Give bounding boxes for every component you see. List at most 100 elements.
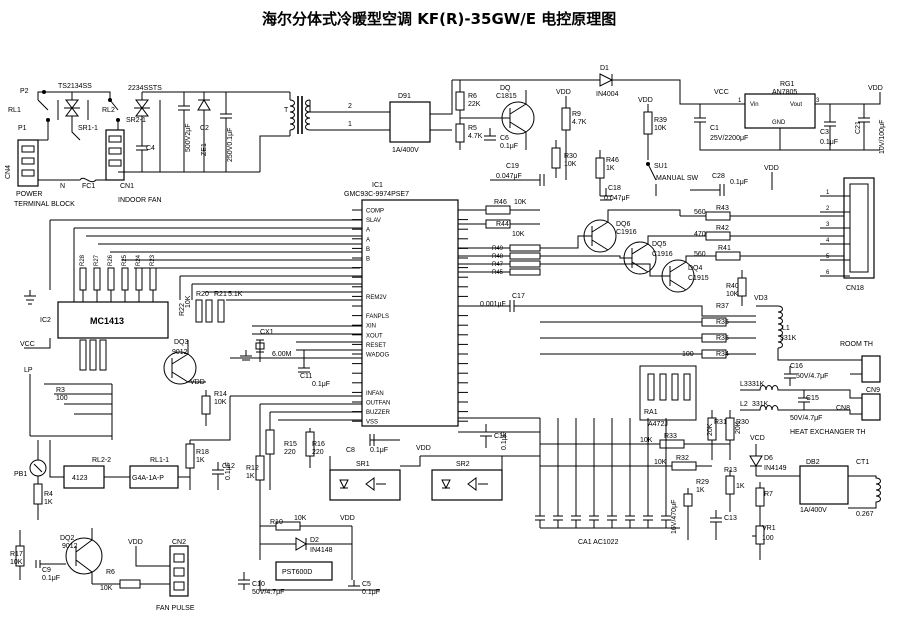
svg-text:1A/400V: 1A/400V (392, 147, 419, 154)
svg-text:C1915: C1915 (688, 275, 709, 282)
svg-text:POWER: POWER (16, 191, 42, 198)
svg-text:R35: R35 (716, 335, 729, 342)
svg-text:DQ: DQ (500, 85, 511, 92)
ic1-pin-label: REM2V (366, 295, 387, 301)
svg-text:220: 220 (284, 449, 296, 456)
svg-text:VDD: VDD (764, 165, 779, 172)
svg-text:10K: 10K (10, 559, 23, 566)
svg-text:10K: 10K (654, 459, 667, 466)
svg-text:10V/100μF: 10V/100μF (879, 120, 886, 154)
cn18-pin-number: 3 (826, 222, 830, 228)
svg-text:VDD: VDD (340, 515, 355, 522)
svg-text:C13: C13 (724, 515, 737, 522)
svg-text:R43: R43 (716, 205, 729, 212)
ic1-pin-label: COMP (366, 209, 384, 215)
svg-text:C21: C21 (855, 121, 862, 134)
svg-text:20K: 20K (707, 423, 714, 436)
svg-text:0.1μF: 0.1μF (42, 575, 60, 582)
diagram-title: 海尔分体式冷暖型空调 KF(R)-35GW/E 电控原理图 (262, 10, 616, 28)
svg-text:R42: R42 (716, 225, 729, 232)
svg-text:RL1-1: RL1-1 (150, 457, 169, 464)
svg-text:C15: C15 (806, 395, 819, 402)
svg-text:4.7K: 4.7K (468, 133, 483, 140)
svg-text:LP: LP (24, 367, 33, 374)
svg-text:10K: 10K (100, 585, 113, 592)
regulator-section: D1 IN4004 VCC RG1 AN7805 Vin Vout GND 1 … (452, 65, 886, 202)
svg-text:L1: L1 (782, 325, 790, 332)
svg-text:R34: R34 (716, 351, 729, 358)
svg-text:CT1: CT1 (856, 459, 869, 466)
svg-text:C5: C5 (362, 581, 371, 588)
svg-text:SR2: SR2 (456, 461, 470, 468)
svg-text:R29: R29 (696, 479, 709, 486)
svg-text:R33: R33 (664, 433, 677, 440)
svg-text:R3: R3 (56, 387, 65, 394)
svg-text:A472J: A472J (648, 421, 668, 428)
svg-text:R15: R15 (284, 441, 297, 448)
resistor-label: R27 (94, 254, 100, 266)
svg-text:ROOM TH: ROOM TH (840, 341, 873, 348)
resistor-label: R49 (492, 246, 504, 252)
svg-text:1K: 1K (44, 499, 53, 506)
svg-text:10K: 10K (512, 231, 525, 238)
svg-text:RL1: RL1 (8, 107, 21, 114)
ic1-pin-label: FANPLS (366, 314, 389, 320)
svg-text:CN8: CN8 (836, 405, 850, 412)
svg-text:HEAT EXCHANGER TH: HEAT EXCHANGER TH (790, 429, 865, 436)
svg-text:1K: 1K (606, 165, 615, 172)
svg-text:RG1: RG1 (780, 81, 795, 88)
svg-text:C11: C11 (300, 373, 312, 380)
svg-text:FAN PULSE: FAN PULSE (156, 605, 195, 612)
svg-text:331K: 331K (752, 401, 769, 408)
cn18-pin-number: 6 (826, 270, 830, 276)
svg-text:100: 100 (56, 395, 68, 402)
svg-text:C1916: C1916 (616, 229, 637, 236)
svg-text:10K: 10K (214, 399, 227, 406)
svg-text:T: T (284, 107, 289, 114)
ic1-pin-label: B (366, 257, 370, 263)
svg-text:6.00M: 6.00M (272, 351, 292, 358)
svg-text:Vin: Vin (750, 102, 759, 108)
svg-text:CA1 AC1022: CA1 AC1022 (578, 539, 619, 546)
svg-text:C4: C4 (146, 145, 155, 152)
svg-text:10K: 10K (294, 515, 307, 522)
svg-text:1: 1 (738, 98, 742, 104)
svg-text:D1: D1 (600, 65, 609, 72)
svg-text:10K: 10K (640, 437, 653, 444)
svg-text:R21: R21 (214, 291, 227, 298)
svg-text:IN4148: IN4148 (310, 547, 333, 554)
svg-text:IN4004: IN4004 (596, 91, 619, 98)
svg-text:IC1: IC1 (372, 182, 383, 189)
svg-text:R12: R12 (246, 465, 259, 472)
svg-text:R46: R46 (494, 199, 507, 206)
ic1-pin-label: A (366, 237, 370, 243)
svg-text:P2: P2 (20, 88, 29, 95)
resistor-r28 (79, 267, 87, 291)
svg-text:DQ5: DQ5 (652, 241, 667, 248)
svg-text:R7: R7 (764, 491, 773, 498)
svg-text:IN4149: IN4149 (764, 465, 787, 472)
svg-text:500V2μF: 500V2μF (185, 123, 192, 152)
svg-text:SU1: SU1 (654, 163, 668, 170)
svg-text:20K: 20K (735, 421, 742, 434)
svg-text:VCD: VCD (750, 435, 765, 442)
ic1-pin-label: BUZZER (366, 410, 391, 416)
power-input-section: CN4 P2 P1 RL1 RL2 TS2134SS 2234SSTS SR1-… (5, 80, 453, 208)
resistor-label: R26 (108, 254, 114, 266)
resistor-label: R47 (492, 262, 504, 268)
svg-text:CN4: CN4 (5, 165, 12, 179)
svg-text:1: 1 (348, 121, 352, 128)
svg-text:50V/4.7μF: 50V/4.7μF (790, 415, 822, 422)
svg-text:VD3: VD3 (754, 295, 768, 302)
svg-text:MANUAL SW: MANUAL SW (656, 175, 699, 182)
svg-text:SR1-1: SR1-1 (78, 125, 98, 132)
svg-text:22K: 22K (468, 101, 481, 108)
svg-text:1K: 1K (736, 483, 745, 490)
ic1-pin-label: XIN (366, 324, 376, 330)
ic1-pin-label: XOUT (366, 333, 383, 339)
svg-text:VCC: VCC (714, 89, 729, 96)
svg-text:VDD: VDD (638, 97, 653, 104)
svg-text:RL2: RL2 (102, 107, 115, 114)
